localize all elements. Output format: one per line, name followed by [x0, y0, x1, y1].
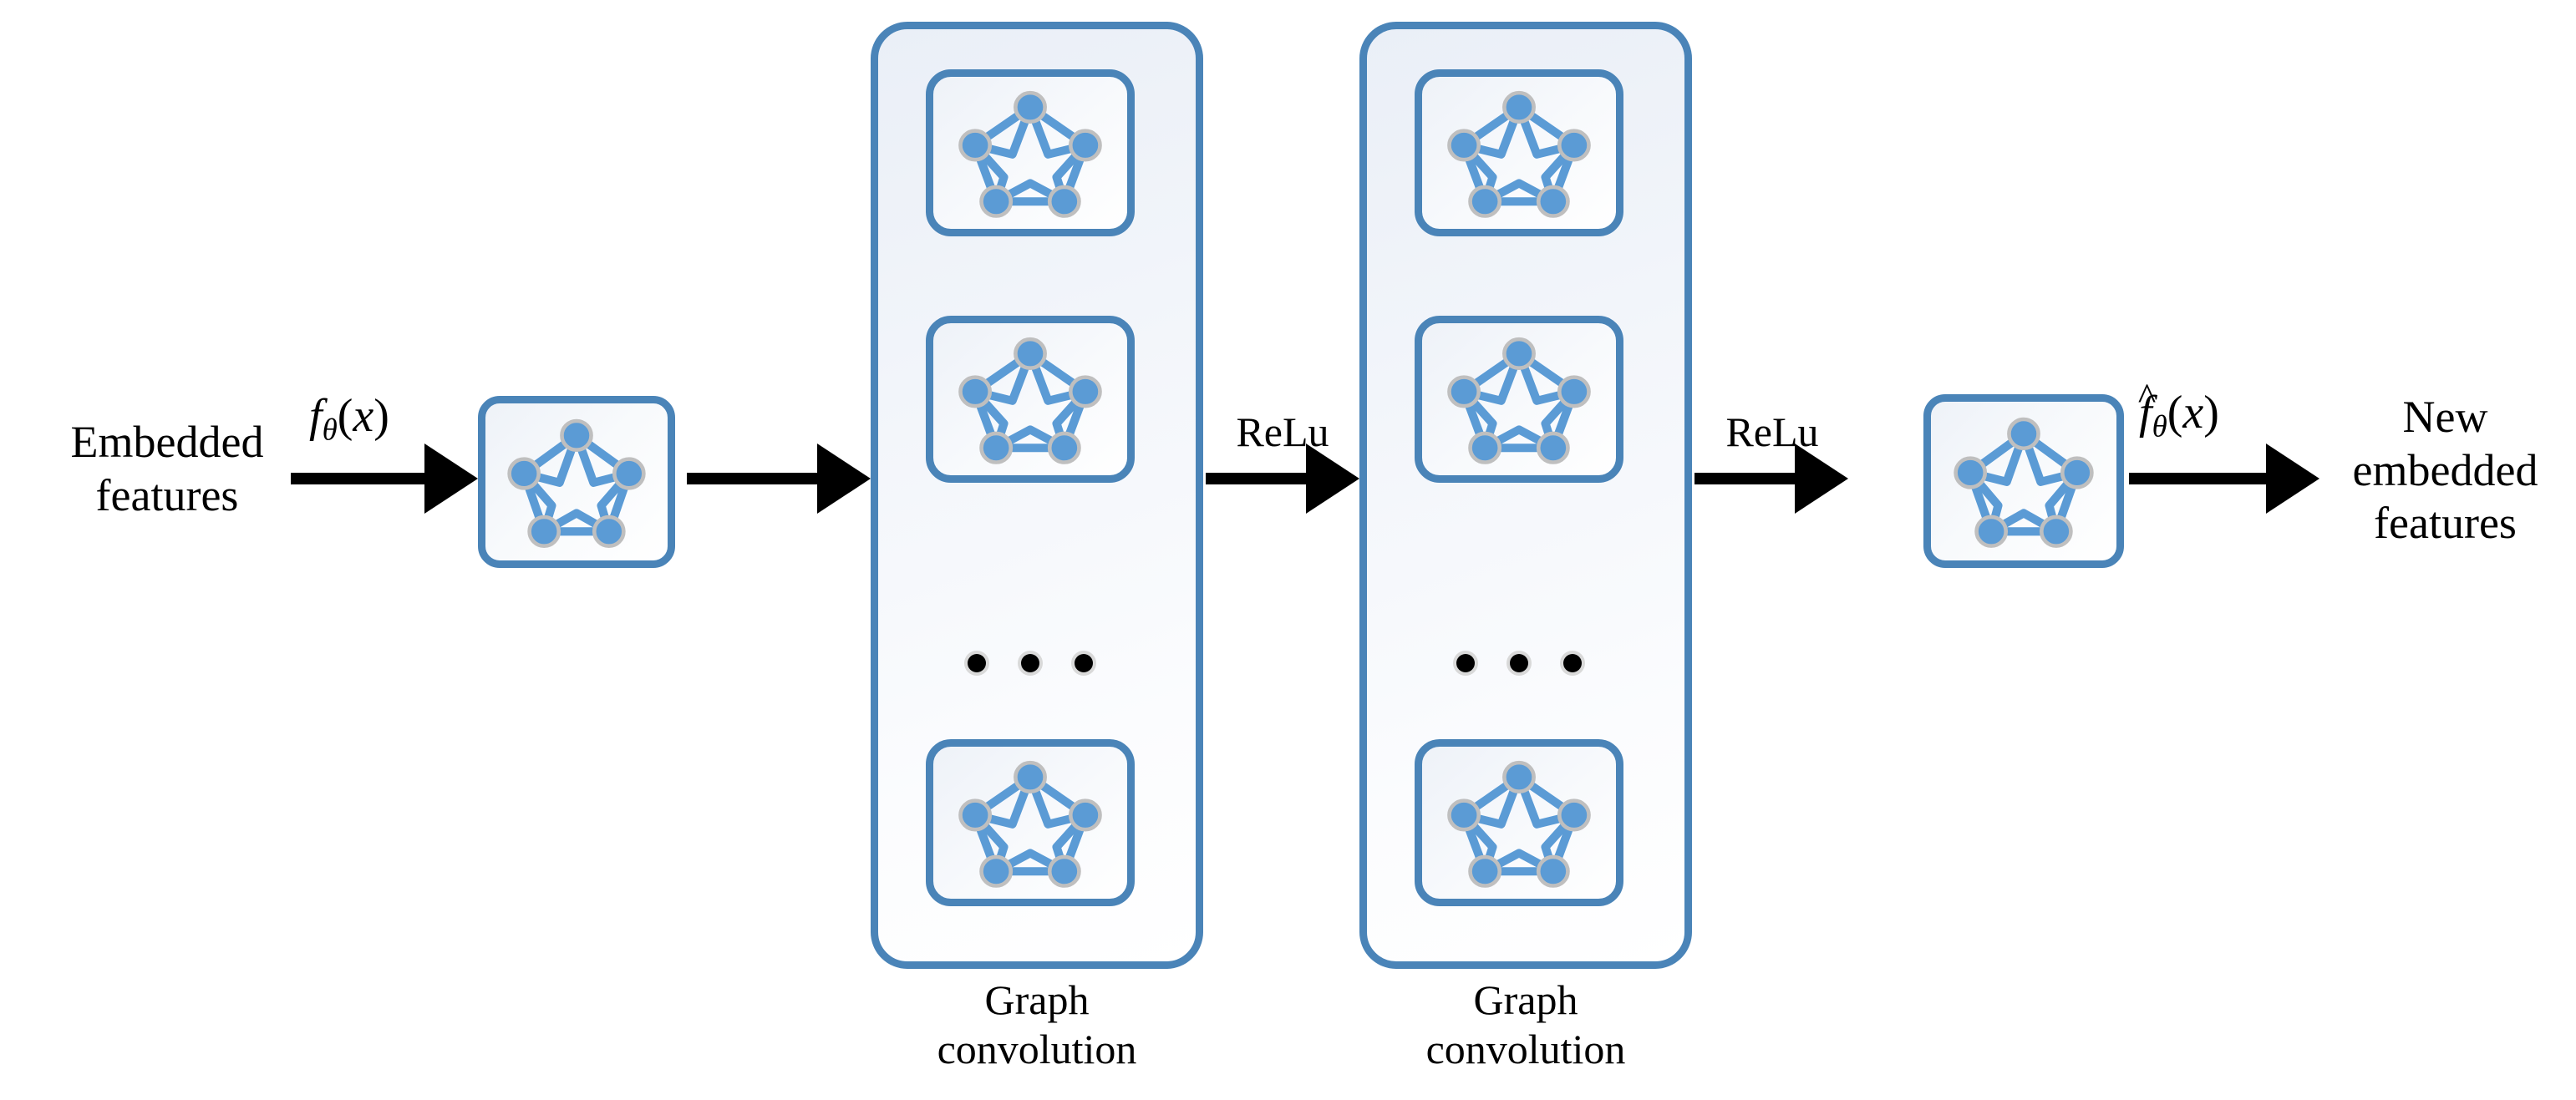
embedded-features-graph-box [478, 396, 675, 568]
input-fn-subscript: θ [322, 412, 338, 447]
output-function-label: ^ f θ(x) [2137, 375, 2219, 444]
pentagon-star-graph-icon [1954, 417, 2094, 548]
gc2-graph-box-1 [1415, 69, 1623, 236]
pentagon-star-graph-icon [958, 337, 1102, 464]
pentagon-star-graph-icon [507, 418, 646, 548]
gc1-graph-box-3 [926, 739, 1135, 906]
pentagon-star-graph-icon [1447, 760, 1591, 888]
pentagon-star-graph-icon [958, 90, 1102, 218]
arrow-gc2-to-output-embed [1694, 444, 1848, 514]
pentagon-star-graph-icon [1447, 337, 1591, 464]
ellipsis-dot [1510, 654, 1528, 672]
arrow-shaft [687, 473, 821, 484]
gc1-graph-box-2 [926, 316, 1135, 483]
gc1-ellipsis [968, 651, 1093, 676]
arrow-head [2266, 444, 2319, 514]
input-label: Embedded features [70, 417, 264, 520]
gc2-ellipsis [1456, 651, 1582, 676]
ellipsis-dot [1456, 654, 1475, 672]
graph-convolution-block-1 [871, 22, 1203, 969]
caption-graph-convolution-1: Graph convolution [937, 976, 1137, 1072]
output-fn-subscript: θ [2152, 408, 2167, 444]
arrow-head [817, 444, 871, 514]
arrow-head [1306, 444, 1359, 514]
arrow-gc1-to-gc2 [1206, 444, 1359, 514]
output-label: New embedded features [2352, 392, 2538, 549]
new-embedded-features-graph-box [1923, 394, 2124, 568]
hat-accent: ^ [2137, 375, 2157, 418]
gc2-graph-box-3 [1415, 739, 1623, 906]
gc2-graph-box-2 [1415, 316, 1623, 483]
gc1-graph-box-1 [926, 69, 1135, 236]
arrow-shaft [291, 473, 428, 484]
input-function-label: f θ(x) [309, 389, 389, 447]
ellipsis-dot [1075, 654, 1093, 672]
pentagon-star-graph-icon [958, 760, 1102, 888]
arrow-output [2129, 444, 2319, 514]
output-fn-arg: (x) [2167, 387, 2219, 438]
arrow-head [1795, 444, 1848, 514]
arrow-shaft [1206, 473, 1309, 484]
ellipsis-dot [968, 654, 986, 672]
input-fn-arg: (x) [337, 390, 389, 442]
ellipsis-dot [1563, 654, 1582, 672]
arrow-shaft [1694, 473, 1798, 484]
arrow-head [424, 444, 478, 514]
ellipsis-dot [1021, 654, 1039, 672]
output-fn-f: ^ f [2137, 375, 2157, 438]
arrow-embed-to-gc1 [687, 444, 871, 514]
caption-graph-convolution-2: Graph convolution [1425, 976, 1626, 1072]
arrow-shaft [2129, 473, 2269, 484]
arrow-input-to-embed [291, 444, 478, 514]
input-fn-f: f [309, 390, 323, 442]
graph-convolution-block-2 [1359, 22, 1692, 969]
pentagon-star-graph-icon [1447, 90, 1591, 218]
